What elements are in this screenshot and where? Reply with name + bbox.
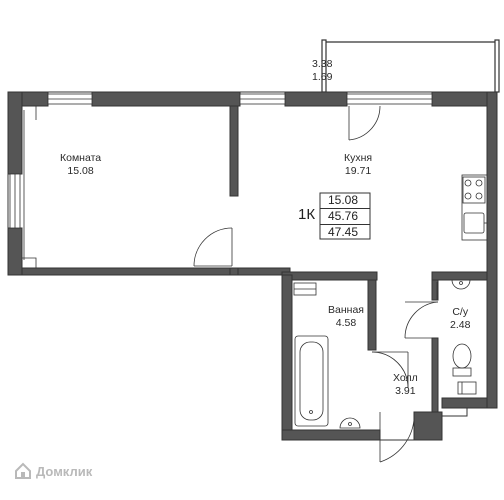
living-area: 15.08 [328,193,359,207]
kitchen-counter [461,174,488,241]
kitchen-name: Кухня [344,152,373,164]
area-summary-frame [319,192,371,240]
wc-fixtures [451,279,477,395]
kitchen-label: Кухня 19.71 [344,152,372,178]
outer-outline [7,91,498,441]
total-area: 45.76 [320,208,370,225]
room-label: Комната 15.08 [60,152,101,178]
total-area-with-balcony: 47.45 [328,225,359,239]
kitchen-area: 19.71 [344,165,372,177]
windows [9,93,433,229]
toilet-name: С/у [452,306,469,318]
toilet-label: С/у 2.48 [450,306,470,332]
balcony-area-top: 3.38 [312,58,333,70]
doors [193,105,439,463]
apartment-type-code: 1К [298,206,316,223]
area-summary: 15.08 45.76 47.45 [320,193,370,240]
brand-watermark: Домклик [14,462,92,480]
room-name: Комната [60,152,102,164]
balcony [321,39,500,93]
balcony-label: 3.38 1.69 [312,58,332,84]
hall-area: 3.91 [395,385,416,397]
wall-corner-details [22,105,37,268]
brand-name: Домклик [36,463,93,479]
room-area: 15.08 [67,165,94,177]
bathroom-name: Ванная [328,304,364,316]
toilet-area: 2.48 [450,319,471,331]
walls [7,91,498,441]
bathroom-label: Ванная 4.58 [328,304,364,330]
bathroom-fixtures [293,282,361,429]
bathroom-area: 4.58 [335,317,357,329]
hall-name: Холл [393,372,418,384]
house-logo-icon [15,462,31,479]
balcony-area-bottom: 1.69 [312,71,333,83]
hall-label: Холл 3.91 [393,372,418,398]
